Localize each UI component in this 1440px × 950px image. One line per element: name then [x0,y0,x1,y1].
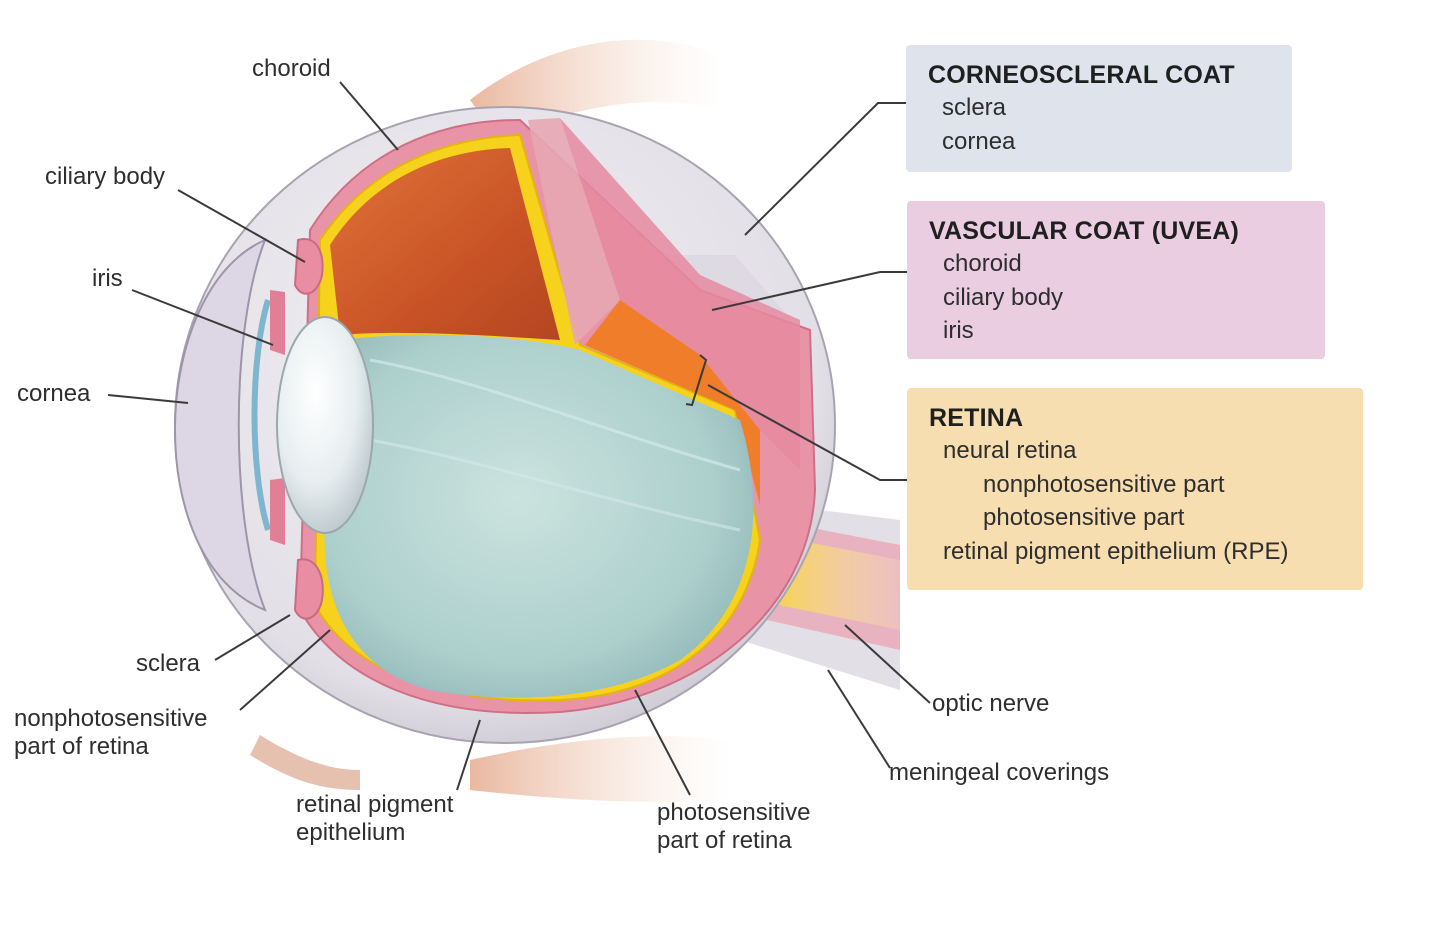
leader-ciliary-body [177,189,306,263]
leader-lines [107,81,931,796]
leader-meningeal [827,669,891,769]
label-iris: iris [92,265,123,292]
legend-heading: VASCULAR COAT (UVEA) [929,217,1240,245]
legend-item: iris [943,317,974,344]
legend-item: ciliary body [943,283,1064,311]
legend-item: retinal pigment epithelium (RPE) [943,537,1289,565]
legend-vascular-coat: VASCULAR COAT (UVEA) choroid ciliary bod… [907,201,1325,359]
leader-iris [131,289,274,346]
retina-bracket [685,354,708,407]
legend-item: choroid [943,250,1022,277]
label-nonphotosensitive-line-2: part of retina [14,733,149,760]
iris-shape [270,290,285,545]
label-optic-nerve: optic nerve [932,690,1050,717]
wall-cutaway [528,118,800,505]
leader-corneoscleral [744,102,906,236]
legend-corneoscleral-coat: CORNEOSCLERAL COAT sclera cornea [906,45,1292,172]
legend-item: cornea [942,127,1016,155]
label-nonphotosensitive-retina: nonphotosensitive part of retina [14,705,207,761]
leader-nonphotosensitive [239,629,331,711]
label-cornea: cornea [17,380,91,407]
label-sclera: sclera [136,650,201,677]
legend-subitem: photosensitive part [983,504,1185,531]
label-ciliary-body: ciliary body [45,163,166,190]
lens-shape [276,316,374,534]
vitreous-body [324,334,754,698]
label-photosensitive-retina: photosensitive part of retina [657,799,810,855]
leader-vascular [711,271,907,311]
leader-retina [707,384,907,481]
legend-heading: RETINA [929,404,1024,432]
label-photosensitive-line-1: photosensitive [657,799,811,826]
label-rpe-line-1: retinal pigment [296,791,454,818]
legend-heading: CORNEOSCLERAL COAT [928,61,1235,89]
label-nonphotosensitive-line-1: nonphotosensitive [14,705,208,732]
label-retinal-pigment-epithelium: retinal pigment epithelium [296,791,453,847]
legend-item: sclera [942,94,1007,121]
leader-photosensitive [634,689,691,796]
label-rpe-line-2: epithelium [296,819,406,846]
leader-optic-nerve [844,624,931,704]
posterior-cavity [330,148,560,340]
label-meningeal-coverings: meningeal coverings [889,759,1110,786]
leader-rpe [456,719,481,791]
label-choroid: choroid [252,55,331,82]
leader-cornea [107,394,189,404]
legend-retina: RETINA neural retina nonphotosensitive p… [907,388,1363,590]
label-photosensitive-line-2: part of retina [657,827,792,854]
leader-choroid [339,81,399,151]
legend-subitem: nonphotosensitive part [983,470,1225,498]
legend-item: neural retina [943,437,1077,464]
ciliary-body-shape [293,238,324,620]
leader-sclera [214,614,291,661]
